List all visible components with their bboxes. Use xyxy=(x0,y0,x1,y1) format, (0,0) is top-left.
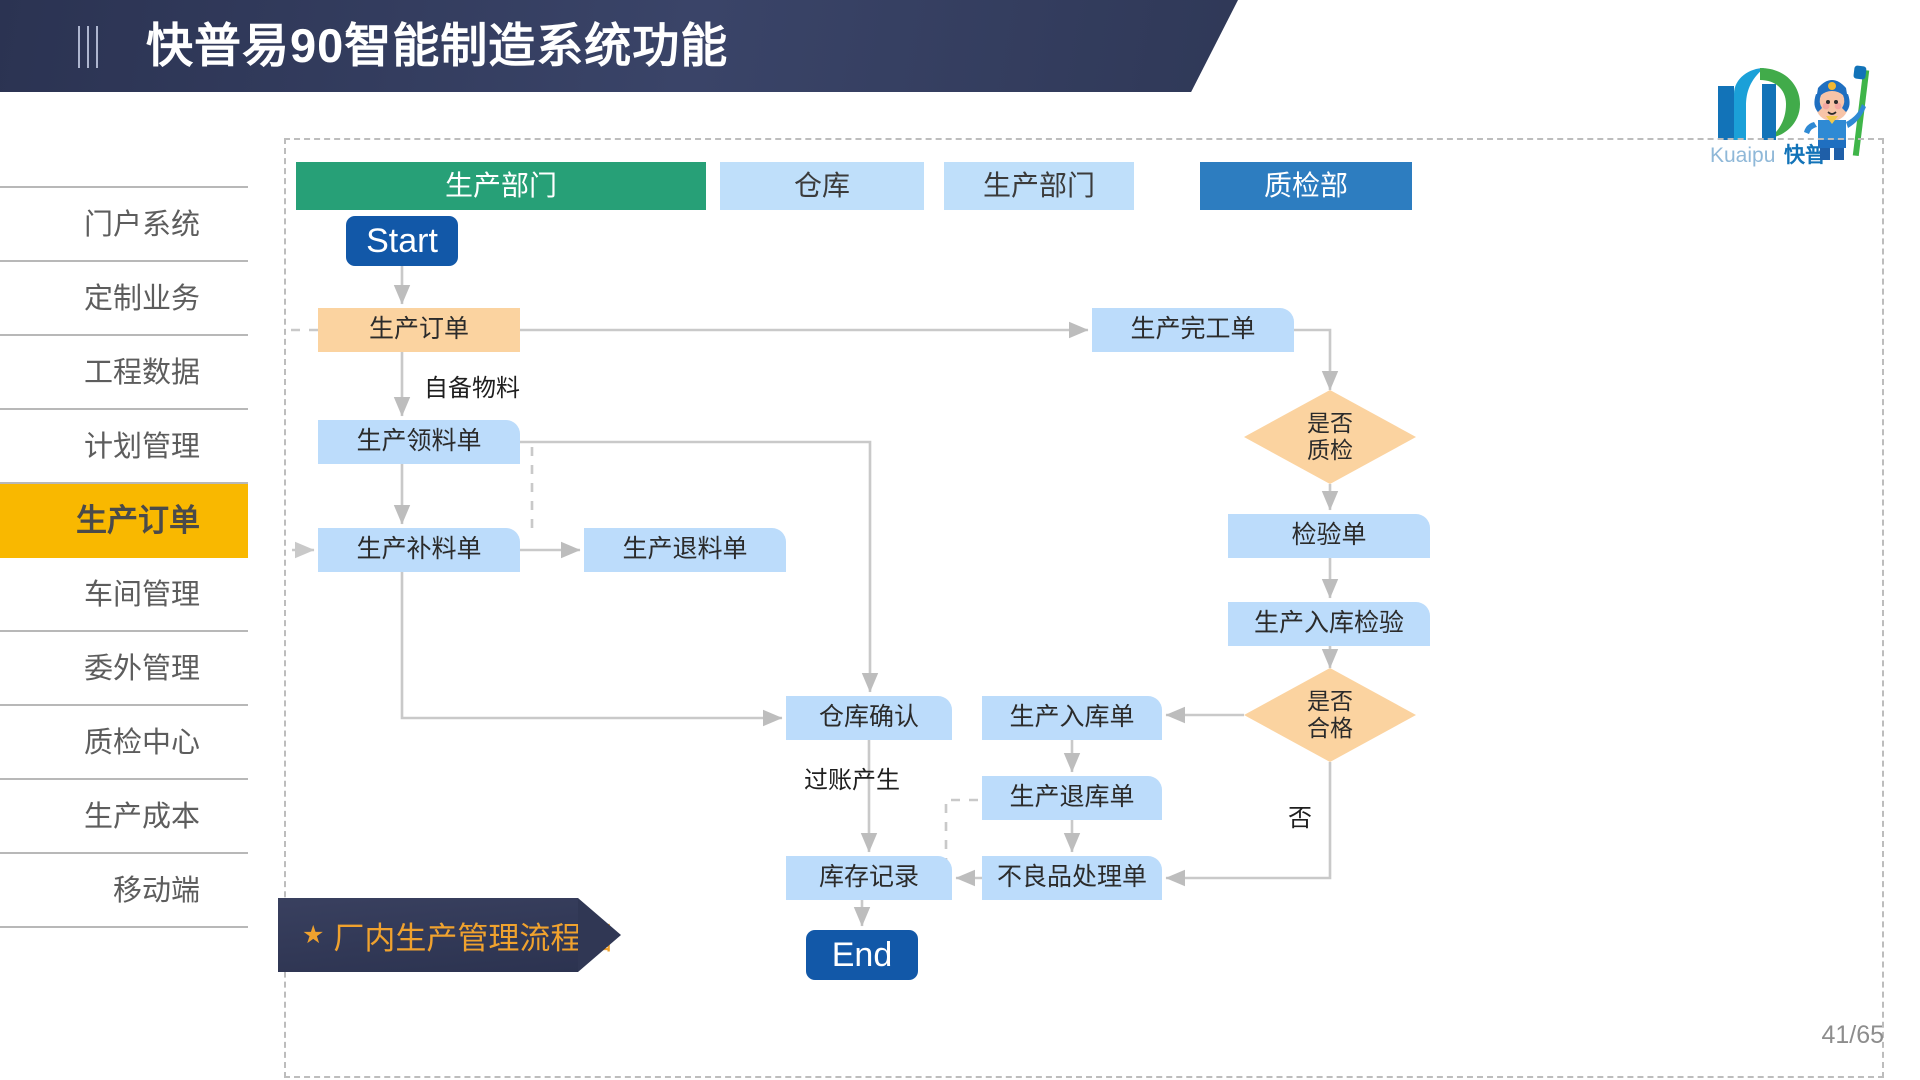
swimlane-header-2: 生产部门 xyxy=(944,162,1134,210)
edge-label-0: 自备物料 xyxy=(424,375,520,402)
sidebar-item-5[interactable]: 车间管理 xyxy=(0,558,248,632)
brand-logo: Kuaipu 快普 xyxy=(1700,54,1908,172)
flow-node-start[interactable]: Start xyxy=(346,216,458,266)
flow-node-pick[interactable]: 生产领料单 xyxy=(318,420,520,464)
flow-node-stock[interactable]: 库存记录 xyxy=(786,856,952,900)
caption-label: 厂内生产管理流程图 xyxy=(333,920,613,956)
flow-node-order[interactable]: 生产订单 xyxy=(318,308,520,352)
swimlane-header-1: 仓库 xyxy=(720,162,924,210)
sidebar-item-6[interactable]: 委外管理 xyxy=(0,632,248,706)
flow-node-instk[interactable]: 生产入库检验 xyxy=(1228,602,1430,646)
flow-node-finish[interactable]: 生产完工单 xyxy=(1092,308,1294,352)
page-indicator: 41/65 xyxy=(1821,1021,1884,1049)
flow-node-insp[interactable]: 检验单 xyxy=(1228,514,1430,558)
swimlane-header-3: 质检部 xyxy=(1200,162,1412,210)
flow-node-label-dec2-1: 合格 xyxy=(1307,715,1353,741)
flow-node-defect[interactable]: 不良品处理单 xyxy=(982,856,1162,900)
flow-node-inward[interactable]: 生产入库单 xyxy=(982,696,1162,740)
flow-node-dec2[interactable]: 是否合格 xyxy=(1244,668,1416,762)
sidebar-item-1[interactable]: 定制业务 xyxy=(0,262,248,336)
sidebar-nav: 门户系统定制业务工程数据计划管理生产订单车间管理委外管理质检中心生产成本移动端 xyxy=(0,186,248,928)
flow-node-refill[interactable]: 生产补料单 xyxy=(318,528,520,572)
flow-node-label-dec2-0: 是否 xyxy=(1307,687,1353,714)
sidebar-item-8[interactable]: 生产成本 xyxy=(0,780,248,854)
sidebar-item-0[interactable]: 门户系统 xyxy=(0,188,248,262)
sidebar-item-9[interactable]: 移动端 xyxy=(0,854,248,928)
sidebar-item-7[interactable]: 质检中心 xyxy=(0,706,248,780)
sidebar-item-4[interactable]: 生产订单 xyxy=(0,484,248,558)
sidebar-item-3[interactable]: 计划管理 xyxy=(0,410,248,484)
swimlane-header-0: 生产部门 xyxy=(296,162,706,210)
app-header: 快普易90智能制造系统功能 xyxy=(0,0,1304,92)
flow-node-return[interactable]: 生产退料单 xyxy=(584,528,786,572)
flow-node-dec1[interactable]: 是否质检 xyxy=(1244,390,1416,484)
caption-banner: ★ 厂内生产管理流程图 xyxy=(278,898,621,972)
logo-artwork: Kuaipu 快普 xyxy=(1710,65,1870,167)
flow-node-label-dec1-1: 质检 xyxy=(1307,437,1353,463)
sidebar-item-2[interactable]: 工程数据 xyxy=(0,336,248,410)
flow-node-whconf[interactable]: 仓库确认 xyxy=(786,696,952,740)
menu-lines-icon[interactable] xyxy=(78,26,122,68)
flow-node-label-dec1-0: 是否 xyxy=(1307,409,1353,436)
flow-node-outwrd[interactable]: 生产退库单 xyxy=(982,776,1162,820)
logo-wordmark-latin: Kuaipu xyxy=(1710,144,1775,167)
page-title: 快普易90智能制造系统功能 xyxy=(146,19,729,72)
star-icon: ★ xyxy=(302,920,325,949)
mascot-icon xyxy=(1804,65,1870,160)
menu-line-1 xyxy=(78,26,80,68)
menu-line-3 xyxy=(96,26,98,68)
menu-line-2 xyxy=(87,26,89,68)
edge-label-1: 过账产生 xyxy=(804,767,900,794)
flow-node-end[interactable]: End xyxy=(806,930,918,980)
flowchart-connectors xyxy=(286,266,1339,927)
edge-label-2: 否 xyxy=(1288,805,1312,832)
